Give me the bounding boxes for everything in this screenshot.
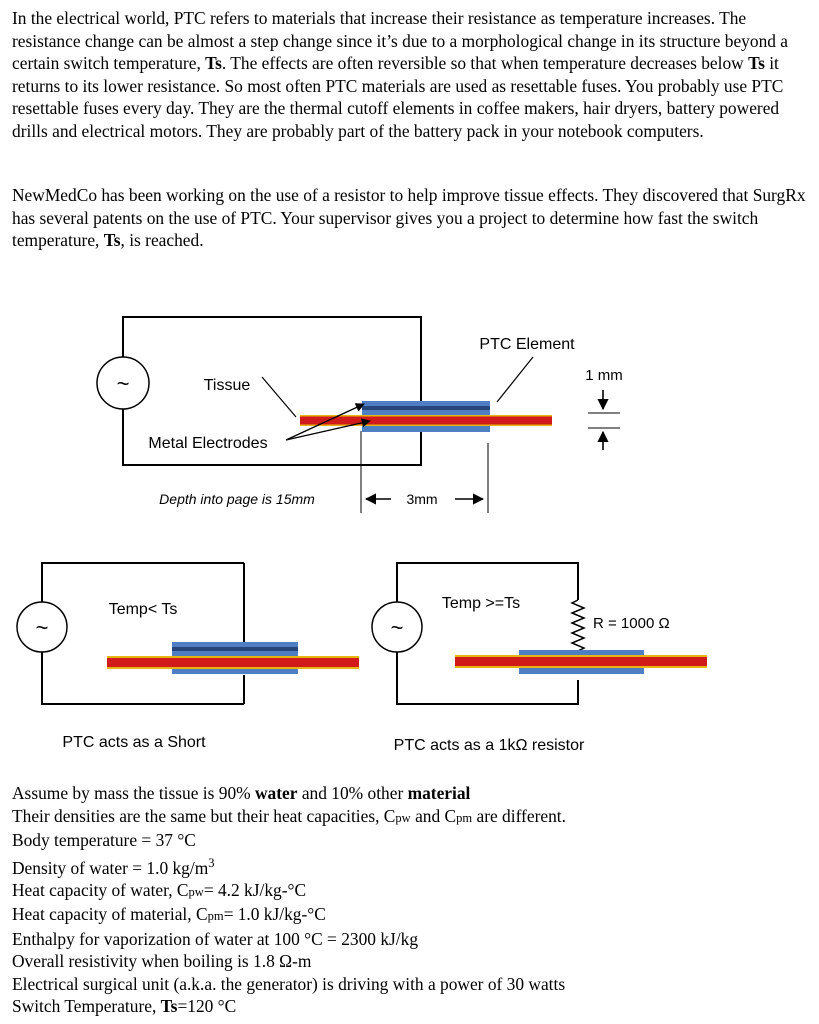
bold-term: material: [407, 783, 471, 803]
given-line-1: Assume by mass the tissue is 90% water a…: [12, 782, 812, 805]
given-line-6: Heat capacity of material, Cpm= 1.0 kJ/k…: [12, 903, 812, 928]
given-line-3: Body temperature = 37 °C: [12, 830, 196, 850]
text-run: =120 °C: [177, 996, 237, 1017]
electrode-arrow-2: [285, 403, 365, 441]
given-line-8: Overall resistivity when boiling is 1.8 …: [12, 951, 312, 972]
text-run: NewMedCo has been working on the use of …: [12, 185, 806, 250]
given-line-9: Electrical surgical unit (a.k.a. the gen…: [12, 973, 566, 994]
right-diagram: ~ Temp >=Ts R = 1000 Ω PTC acts as a 1kΩ…: [371, 562, 707, 754]
temp-condition-label: Temp< Ts: [109, 601, 178, 618]
thickness-label: 1 mm: [585, 367, 623, 384]
ts-term: Ts: [103, 230, 121, 250]
given-line-10: Switch Temperature, Ts=120 °C: [12, 995, 812, 1018]
text-run: are different.: [472, 805, 566, 826]
ac-source-icon: [371, 601, 423, 653]
intro-paragraph-1: In the electrical world, PTC refers to m…: [12, 7, 812, 142]
resistor-icon: [570, 599, 586, 659]
intro-paragraph-2: NewMedCo has been working on the use of …: [12, 184, 812, 252]
ptc-top-layer-2: [362, 410, 490, 415]
text-run: Density of water = 1.0 kg/m: [12, 857, 209, 878]
right-circuit-wire: [396, 562, 579, 705]
width-label: 3mm: [406, 491, 437, 507]
text-run: , is reached.: [120, 230, 204, 250]
ptc-top-layer-2: [172, 651, 298, 656]
ptc-bottom-layer: [362, 426, 490, 432]
bold-term: water: [254, 783, 298, 803]
electrode-arrow-1: [285, 418, 371, 441]
text-run: and C: [410, 805, 457, 826]
given-line-2: Their densities are the same but their h…: [12, 805, 812, 830]
bold-term: Ts: [160, 996, 178, 1017]
text-run: = 1.0 kJ/kg-°C: [223, 904, 326, 925]
ptc-bottom-layer: [172, 669, 298, 674]
text-run: = 4.2 kJ/kg-°C: [203, 879, 307, 900]
given-data: Assume by mass the tissue is 90% water a…: [12, 782, 812, 1018]
electrode-red: [107, 658, 359, 667]
subscript: pm: [207, 909, 224, 924]
text-run: . The effects are often reversible so th…: [221, 53, 749, 73]
subscript: pm: [456, 810, 473, 825]
text-run: In the electrical world, PTC refers to m…: [12, 8, 789, 73]
ptc-top-dark: [172, 647, 298, 651]
left-diagram: ~ Temp< Ts PTC acts as a Short: [16, 562, 359, 751]
text-run: Heat capacity of water, C: [12, 879, 189, 900]
given-line-7: Enthalpy for vaporization of water at 10…: [12, 928, 419, 949]
ptc-top-layer: [519, 650, 644, 655]
ptc-element-label: PTC Element: [479, 336, 575, 353]
left-caption: PTC acts as a Short: [62, 734, 206, 751]
depth-label: Depth into page is 15mm: [159, 491, 315, 507]
ac-source-symbol: ~: [117, 371, 130, 396]
subscript: pw: [395, 810, 411, 825]
ptc-top-layer: [362, 401, 490, 406]
given-line-5: Heat capacity of water, Cpw= 4.2 kJ/kg-°…: [12, 879, 812, 904]
ptc-top-layer: [172, 642, 298, 647]
text-run: Their densities are the same but their h…: [12, 805, 396, 826]
electrode-top-red: [300, 416, 552, 425]
left-circuit-wire: [41, 562, 244, 705]
ts-term: Ts: [748, 53, 765, 73]
tissue-leader: [261, 376, 297, 418]
ac-source-icon: [16, 601, 68, 653]
text-run: Switch Temperature,: [12, 996, 161, 1017]
subscript: pw: [188, 884, 204, 899]
given-line-4: Density of water = 1.0 kg/m3: [12, 852, 812, 879]
tissue-label: Tissue: [204, 377, 251, 394]
ts-term: Ts: [205, 53, 222, 73]
text-run: and 10% other: [297, 783, 408, 803]
resistor-label: R = 1000 Ω: [593, 615, 670, 632]
temp-condition-label: Temp >=Ts: [442, 595, 520, 612]
ac-source-symbol: ~: [391, 615, 404, 640]
right-caption: PTC acts as a 1kΩ resistor: [394, 737, 585, 754]
superscript: 3: [208, 855, 215, 870]
electrode-red: [455, 657, 707, 666]
top-diagram: ~ Tissue PTC Element 1 mm Metal Electrod…: [96, 316, 623, 513]
ptc-top-dark: [362, 406, 490, 410]
text-run: Assume by mass the tissue is 90%: [12, 783, 255, 803]
ac-source-symbol: ~: [36, 615, 49, 640]
text-run: it returns to its lower resistance. So m…: [12, 53, 784, 141]
ptc-bottom-layer: [519, 668, 644, 674]
text-run: Heat capacity of material, C: [12, 904, 208, 925]
ptc-leader: [496, 356, 534, 403]
electrodes-label: Metal Electrodes: [148, 435, 267, 452]
ac-source-icon: [96, 356, 150, 410]
